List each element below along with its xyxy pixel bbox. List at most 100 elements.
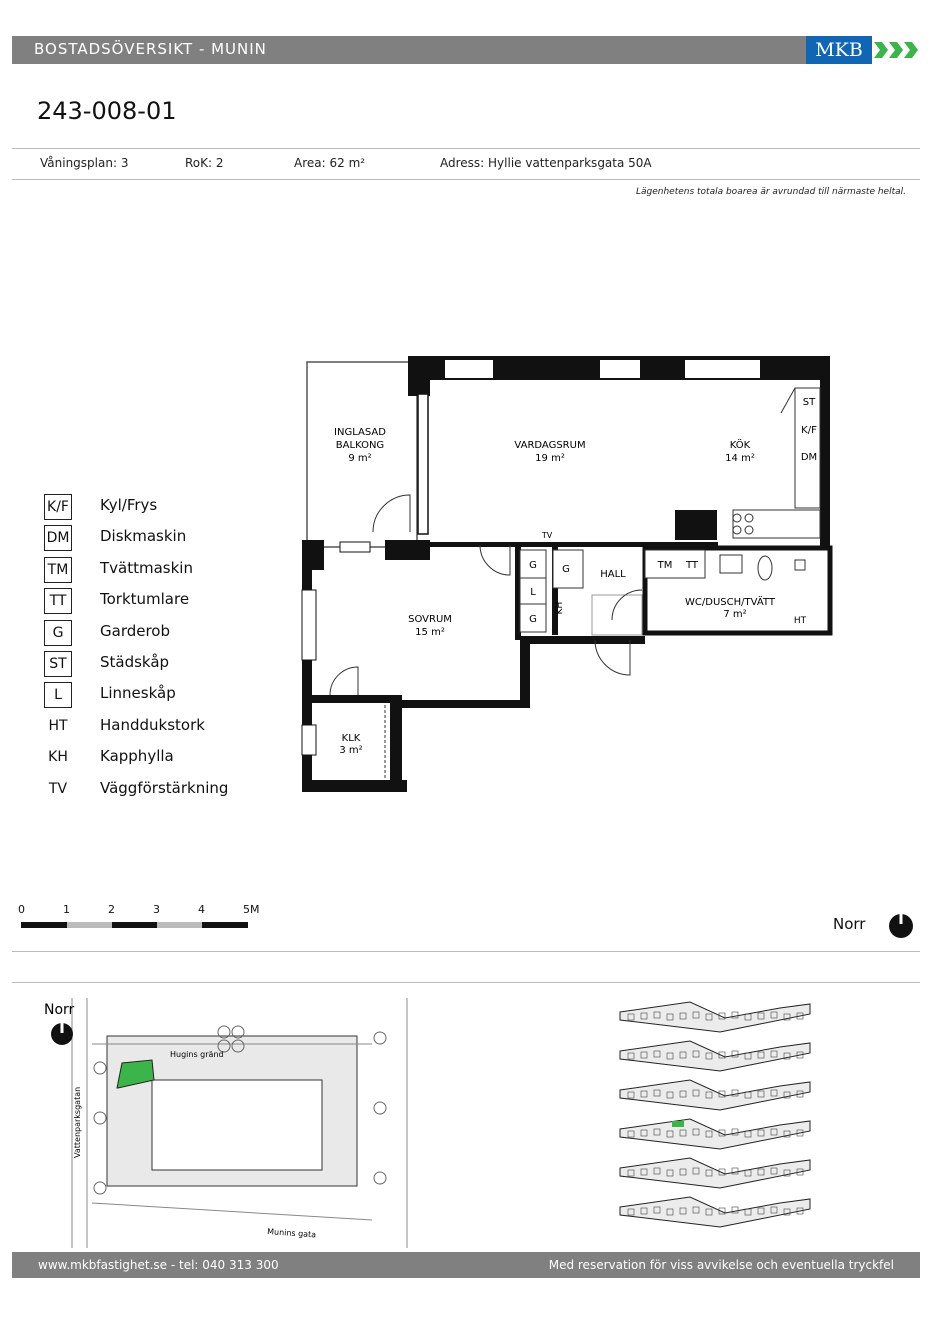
room-wc-area: 7 m² [723,609,746,620]
kitchen-cabinets [794,387,821,509]
room-kok-area: 14 m² [725,453,755,464]
legend-code: DM [44,525,72,552]
door-klk [329,666,359,696]
tag-dm: DM [801,452,817,463]
floor-info: Våningsplan: 3 [40,156,129,170]
mkb-logo: MKB [806,36,920,64]
legend-code: HT [48,717,68,734]
wall-corner [408,356,430,396]
divider-2 [12,982,920,983]
tag-l: L [530,587,536,598]
north-arrow-icon [889,910,913,938]
door-entrance [594,639,631,676]
rok-info: RoK: 2 [185,156,224,170]
legend-code: TV [48,780,68,797]
wall-mid [418,542,718,547]
site-north-icon [51,1023,73,1045]
footer-bar: www.mkbfastighet.se - tel: 040 313 300 M… [12,1252,920,1278]
floor-level [619,1079,811,1111]
scale-bar [21,922,248,928]
toilet-icon [757,555,773,581]
room-balkong-area: 9 m² [348,453,371,464]
divider-1 [12,951,920,952]
scale-tick-5: 5M [243,903,260,916]
scale-tick-0: 0 [18,903,25,916]
area-value: 62 m² [329,156,366,170]
scale-tick-4: 4 [198,903,205,916]
floor-level [619,1040,811,1072]
room-balkong-line1: INGLASAD [334,427,386,438]
room-balkong-line2: BALKONG [336,440,384,451]
floor-highlight [672,1121,684,1127]
tag-tv: TV [541,531,553,540]
door-bathroom [611,589,643,621]
kitchen-counter [732,509,821,539]
legend-code: K/F [44,494,72,520]
tag-st: ST [803,397,816,408]
header-title: BOSTADSÖVERSIKT - MUNIN [34,40,267,58]
window-bedroom [301,589,317,661]
footer-contact: www.mkbfastighet.se - tel: 040 313 300 [38,1258,279,1272]
window-1 [445,360,493,378]
logo-arrows-icon [874,42,918,58]
footer-disclaimer: Med reservation för viss avvikelse och e… [548,1258,894,1272]
room-klk-area: 3 m² [339,745,362,756]
legend-code: KH [48,749,68,766]
legend-code: TT [44,588,72,615]
legend-label: Väggförstärkning [100,778,229,797]
street-vattenparks: Vattenparksgatan [73,1087,82,1158]
scale-tick-2: 2 [108,903,115,916]
wall-bedroom-bottom [390,700,530,708]
room-vardagsrum-area: 19 m² [535,453,565,464]
legend-code: L [44,682,72,709]
room-sovrum: SOVRUM [408,614,452,625]
room-kok: KÖK [730,438,751,451]
area-label: Area: [294,156,326,170]
balcony-door [417,393,429,535]
wall-bottom-klk [302,780,407,792]
area-info: Area: 62 m² [294,156,365,170]
area-note: Lägenhetens totala boarea är avrundad ti… [635,187,906,197]
site-plan: Hugins gränd Vattenparksgatan Munins gat… [44,998,408,1248]
info-divider-top [12,148,920,149]
apartment-highlight [116,1059,155,1089]
window-2 [600,360,640,378]
floor-level [619,1118,811,1150]
street-munins: Munins gata [267,1227,317,1239]
legend-label: Kyl/Frys [100,496,158,514]
scale-tick-3: 3 [153,903,160,916]
scale-tick-1: 1 [63,903,70,916]
tag-kh: KH [555,602,565,615]
window-3 [685,360,760,378]
legend-label: Städskåp [100,653,170,671]
room-klk: KLK [342,733,361,744]
wall-bedroom-left [302,540,312,790]
tag-ht: HT [794,616,807,626]
room-wc: WC/DUSCH/TVÄTT [685,595,776,608]
hob-icon [732,513,742,523]
apartment-id: 243-008-01 [37,97,177,125]
sink-icon [719,554,743,574]
wall-hall-bottom [520,636,645,644]
floor-level [619,1001,811,1033]
legend-label: Torktumlare [100,590,190,609]
header-bar: BOSTADSÖVERSIKT - MUNIN [12,36,920,64]
logo-text: MKB [806,36,872,64]
door-bedroom [479,544,511,576]
address-info: Adress: Hyllie vattenparksgata 50A [440,156,652,170]
legend-code: TM [44,556,72,583]
legend-label: Diskmaskin [100,527,187,546]
column [675,510,717,540]
legend-label: Tvättmaskin [100,558,193,577]
floor-level [619,1157,811,1189]
tag-tt: TT [685,560,699,571]
tag-g-3: G [562,564,570,575]
site-north-label: Norr [44,1002,75,1018]
window-klk [301,724,317,756]
room-vardagsrum: VARDAGSRUM [514,440,585,451]
wall-klk-top [302,695,402,703]
legend-label: Garderob [100,621,171,640]
legend-label: Kapphylla [100,747,174,766]
north-label: Norr [833,915,866,933]
legend-label: Linneskåp [100,684,176,703]
